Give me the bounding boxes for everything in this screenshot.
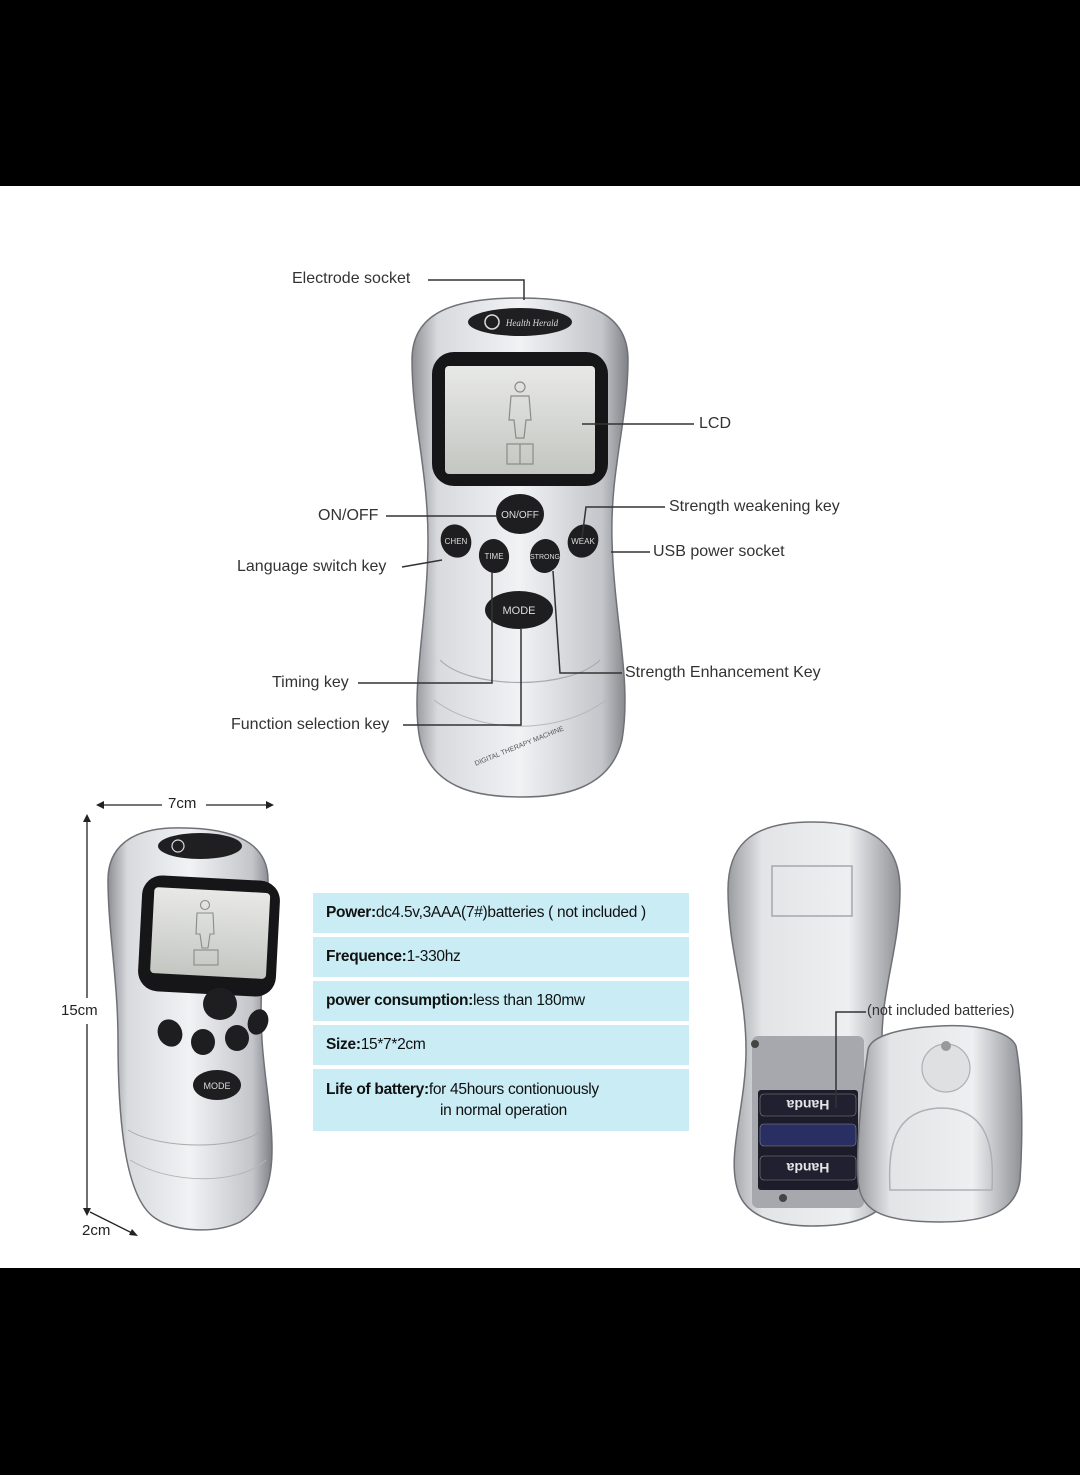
svg-text:STRONG: STRONG xyxy=(530,554,560,561)
spec-row-power: Power:dc4.5v,3AAA(7#)batteries ( not inc… xyxy=(313,893,689,933)
main-device: Health Herald ON/OFF CHEN TIME STRONG WE… xyxy=(411,297,629,798)
on-off-label: ON/OFF xyxy=(318,507,379,524)
height-dimension-label: 15cm xyxy=(61,1002,98,1019)
spec-row-power-consumption: power consumption:less than 180mw xyxy=(313,981,689,1021)
lcd-label: LCD xyxy=(699,415,732,432)
spec-row-size: Size:15*7*2cm xyxy=(313,1025,689,1065)
function-selection-key-label: Function selection key xyxy=(231,716,390,733)
main-lcd-screen xyxy=(445,366,595,474)
svg-text:CHEN: CHEN xyxy=(445,537,468,546)
main-strong-button xyxy=(529,539,561,573)
strength-enhancement-key-label: Strength Enhancement Key xyxy=(625,664,821,681)
depth-dimension-label: 2cm xyxy=(82,1222,111,1239)
main-mode-button xyxy=(485,591,553,629)
svg-text:ON/OFF: ON/OFF xyxy=(501,510,539,521)
callout-lines xyxy=(358,279,694,726)
strength-weakening-key-label: Strength weakening key xyxy=(669,498,840,515)
svg-text:Handa: Handa xyxy=(786,1097,829,1113)
main-lcd-figure xyxy=(506,381,534,465)
electrode-socket-label: Electrode socket xyxy=(292,270,411,287)
not-included-batteries-label: (not included batteries) xyxy=(867,1003,1015,1019)
main-weak-button xyxy=(567,524,599,558)
battery-1 xyxy=(759,1093,857,1117)
main-chen-button xyxy=(440,524,472,558)
main-brand-text: Health Herald xyxy=(505,318,559,328)
batteries-callout-line xyxy=(835,1011,866,1108)
battery-3 xyxy=(759,1155,857,1181)
spec-row-battery-life: Life of battery:for 45hours contionuousl… xyxy=(313,1069,689,1131)
side-device: MODE xyxy=(107,827,280,1231)
svg-text:MODE: MODE xyxy=(204,1081,231,1091)
language-switch-key-label: Language switch key xyxy=(237,558,387,575)
main-time-button xyxy=(478,539,510,573)
battery-cover xyxy=(856,1024,1023,1223)
spec-row-frequence: Frequence:1-330hz xyxy=(313,937,689,977)
svg-text:MODE: MODE xyxy=(503,605,536,617)
svg-text:Handa: Handa xyxy=(786,1160,829,1176)
main-on-off-button xyxy=(496,494,544,534)
battery-2 xyxy=(759,1123,857,1147)
svg-text:WEAK: WEAK xyxy=(571,537,595,546)
usb-power-socket-label: USB power socket xyxy=(653,543,785,560)
dimension-arrows xyxy=(83,801,274,1236)
width-dimension-label: 7cm xyxy=(168,795,197,812)
timing-key-label: Timing key xyxy=(272,674,349,691)
back-device: Handa Handa xyxy=(727,821,1023,1227)
spec-table: Power:dc4.5v,3AAA(7#)batteries ( not inc… xyxy=(313,893,689,1135)
svg-text:TIME: TIME xyxy=(484,552,503,561)
